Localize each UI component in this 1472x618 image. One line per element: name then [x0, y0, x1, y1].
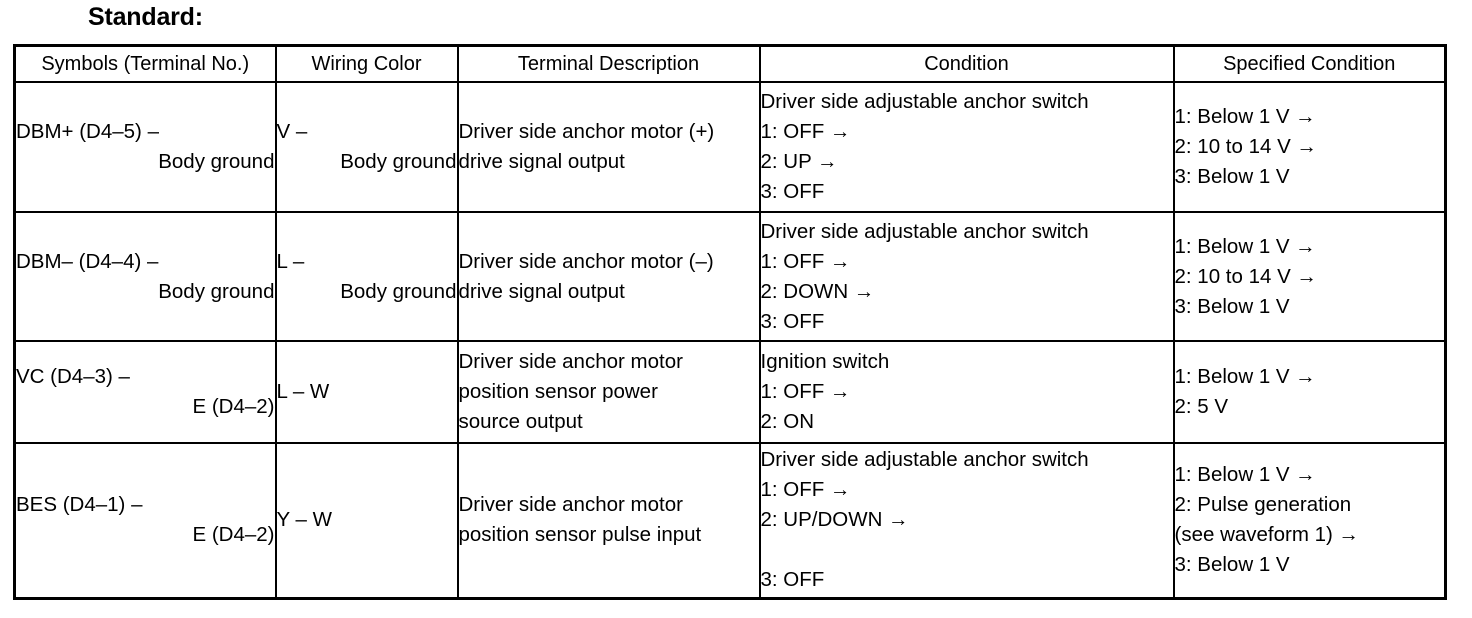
condition-line: 1: OFF →: [760, 478, 851, 502]
condition-line: 2: UP →: [760, 150, 838, 173]
table-header: Symbols (Terminal No.) Wiring Color Term…: [13, 44, 1447, 83]
symbol-line-2: Body ground: [158, 150, 275, 173]
specified-line: 1: Below 1 V →: [1174, 105, 1316, 128]
specified-line: 2: 10 to 14 V →: [1174, 135, 1317, 158]
wiring-line-1: V –: [276, 120, 308, 143]
condition-line: Driver side adjustable anchor switch: [760, 90, 1089, 113]
condition-line: 3: OFF: [760, 568, 825, 592]
cell-symbols: BES (D4–1) – E (D4–2): [13, 442, 277, 599]
condition-line: Driver side adjustable anchor switch: [760, 219, 1089, 243]
cell-terminal-description: Driver side anchor motor position sensor…: [456, 442, 761, 599]
symbol-line-2: E (D4–2): [192, 523, 275, 547]
table-body: DBM+ (D4–5) – Body ground V – Body groun…: [13, 81, 1447, 599]
column-header-symbols: Symbols (Terminal No.): [13, 44, 277, 83]
condition-line: 2: UP/DOWN →: [760, 508, 909, 532]
table-row: DBM– (D4–4) – Body ground L – Body groun…: [13, 211, 1447, 342]
condition-line: 1: OFF →: [760, 380, 851, 403]
cell-terminal-description: Driver side anchor motor position sensor…: [456, 340, 761, 444]
wiring-line-1: L –: [276, 249, 305, 273]
cell-terminal-description: Driver side anchor motor (+) drive signa…: [456, 81, 761, 213]
cell-wiring-color: L – W: [274, 340, 459, 444]
description-line: Driver side anchor motor: [458, 350, 683, 373]
condition-line: Ignition switch: [760, 350, 890, 373]
table-header-row: Symbols (Terminal No.) Wiring Color Term…: [13, 44, 1447, 83]
condition-line: 3: OFF: [760, 309, 825, 333]
column-header-specified-condition: Specified Condition: [1172, 44, 1447, 83]
symbol-line-1: VC (D4–3) –: [16, 365, 130, 388]
wiring-line-2: Body ground: [340, 150, 457, 173]
column-header-wiring-color: Wiring Color: [274, 44, 459, 83]
cell-symbols: DBM– (D4–4) – Body ground: [13, 211, 277, 342]
cell-specified-condition: 1: Below 1 V → 2: 5 V: [1172, 340, 1447, 444]
cell-wiring-color: L – Body ground: [274, 211, 459, 342]
wiring-line-1: L – W: [276, 380, 330, 403]
symbol-line-1: BES (D4–1) –: [16, 493, 143, 517]
page-title: Standard:: [88, 3, 203, 31]
specified-line: 3: Below 1 V: [1174, 165, 1290, 188]
cell-specified-condition: 1: Below 1 V → 2: 10 to 14 V → 3: Below …: [1172, 81, 1447, 213]
cell-condition: Driver side adjustable anchor switch 1: …: [758, 81, 1175, 213]
condition-line: 1: OFF →: [760, 120, 851, 143]
specified-line: (see waveform 1) →: [1174, 523, 1360, 547]
specified-line: 1: Below 1 V →: [1174, 463, 1316, 487]
column-header-terminal-description: Terminal Description: [456, 44, 761, 83]
description-line: drive signal output: [458, 150, 625, 173]
cell-specified-condition: 1: Below 1 V → 2: Pulse generation (see …: [1172, 442, 1447, 599]
cell-symbols: VC (D4–3) – E (D4–2): [13, 340, 277, 444]
description-line: Driver side anchor motor (+): [458, 120, 715, 143]
specified-line: 3: Below 1 V: [1174, 553, 1290, 577]
table-row: VC (D4–3) – E (D4–2) L – W Driver side a…: [13, 340, 1447, 444]
cell-terminal-description: Driver side anchor motor (–) drive signa…: [456, 211, 761, 342]
condition-line: 2: DOWN →: [760, 279, 875, 303]
symbol-line-2: E (D4–2): [192, 395, 275, 418]
specified-line: 3: Below 1 V: [1174, 294, 1290, 318]
cell-wiring-color: V – Body ground: [274, 81, 459, 213]
cell-wiring-color: Y – W: [274, 442, 459, 599]
table-row: BES (D4–1) – E (D4–2) Y – W Driver side …: [13, 442, 1447, 599]
specified-line: 1: Below 1 V →: [1174, 234, 1316, 258]
specified-line: 2: 10 to 14 V →: [1174, 264, 1317, 288]
wiring-line-2: Body ground: [340, 279, 457, 303]
wiring-line-1: Y – W: [276, 508, 332, 532]
condition-line: Driver side adjustable anchor switch: [760, 448, 1089, 472]
description-line: position sensor pulse input: [458, 523, 702, 547]
column-header-condition: Condition: [758, 44, 1175, 83]
cell-condition: Driver side adjustable anchor switch 1: …: [758, 442, 1175, 599]
condition-line-blank: [761, 535, 1173, 565]
table-row: DBM+ (D4–5) – Body ground V – Body groun…: [13, 81, 1447, 213]
condition-line: 2: ON: [760, 410, 815, 433]
symbol-line-2: Body ground: [158, 279, 275, 303]
terminal-specification-table: Symbols (Terminal No.) Wiring Color Term…: [13, 44, 1447, 600]
cell-condition: Ignition switch 1: OFF → 2: ON: [758, 340, 1175, 444]
description-line: drive signal output: [458, 279, 625, 303]
specified-line: 1: Below 1 V →: [1174, 365, 1316, 388]
symbol-line-1: DBM+ (D4–5) –: [16, 120, 159, 143]
description-line: position sensor power: [458, 380, 658, 403]
cell-symbols: DBM+ (D4–5) – Body ground: [13, 81, 277, 213]
condition-line: 1: OFF →: [760, 249, 851, 273]
description-line: Driver side anchor motor (–): [458, 249, 714, 273]
symbol-line-1: DBM– (D4–4) –: [16, 249, 159, 273]
specified-line: 2: Pulse generation: [1174, 493, 1352, 517]
cell-specified-condition: 1: Below 1 V → 2: 10 to 14 V → 3: Below …: [1172, 211, 1447, 342]
description-line: source output: [458, 410, 583, 433]
condition-line: 3: OFF: [760, 180, 825, 203]
description-line: Driver side anchor motor: [458, 493, 683, 517]
cell-condition: Driver side adjustable anchor switch 1: …: [758, 211, 1175, 342]
specified-line: 2: 5 V: [1174, 395, 1229, 418]
